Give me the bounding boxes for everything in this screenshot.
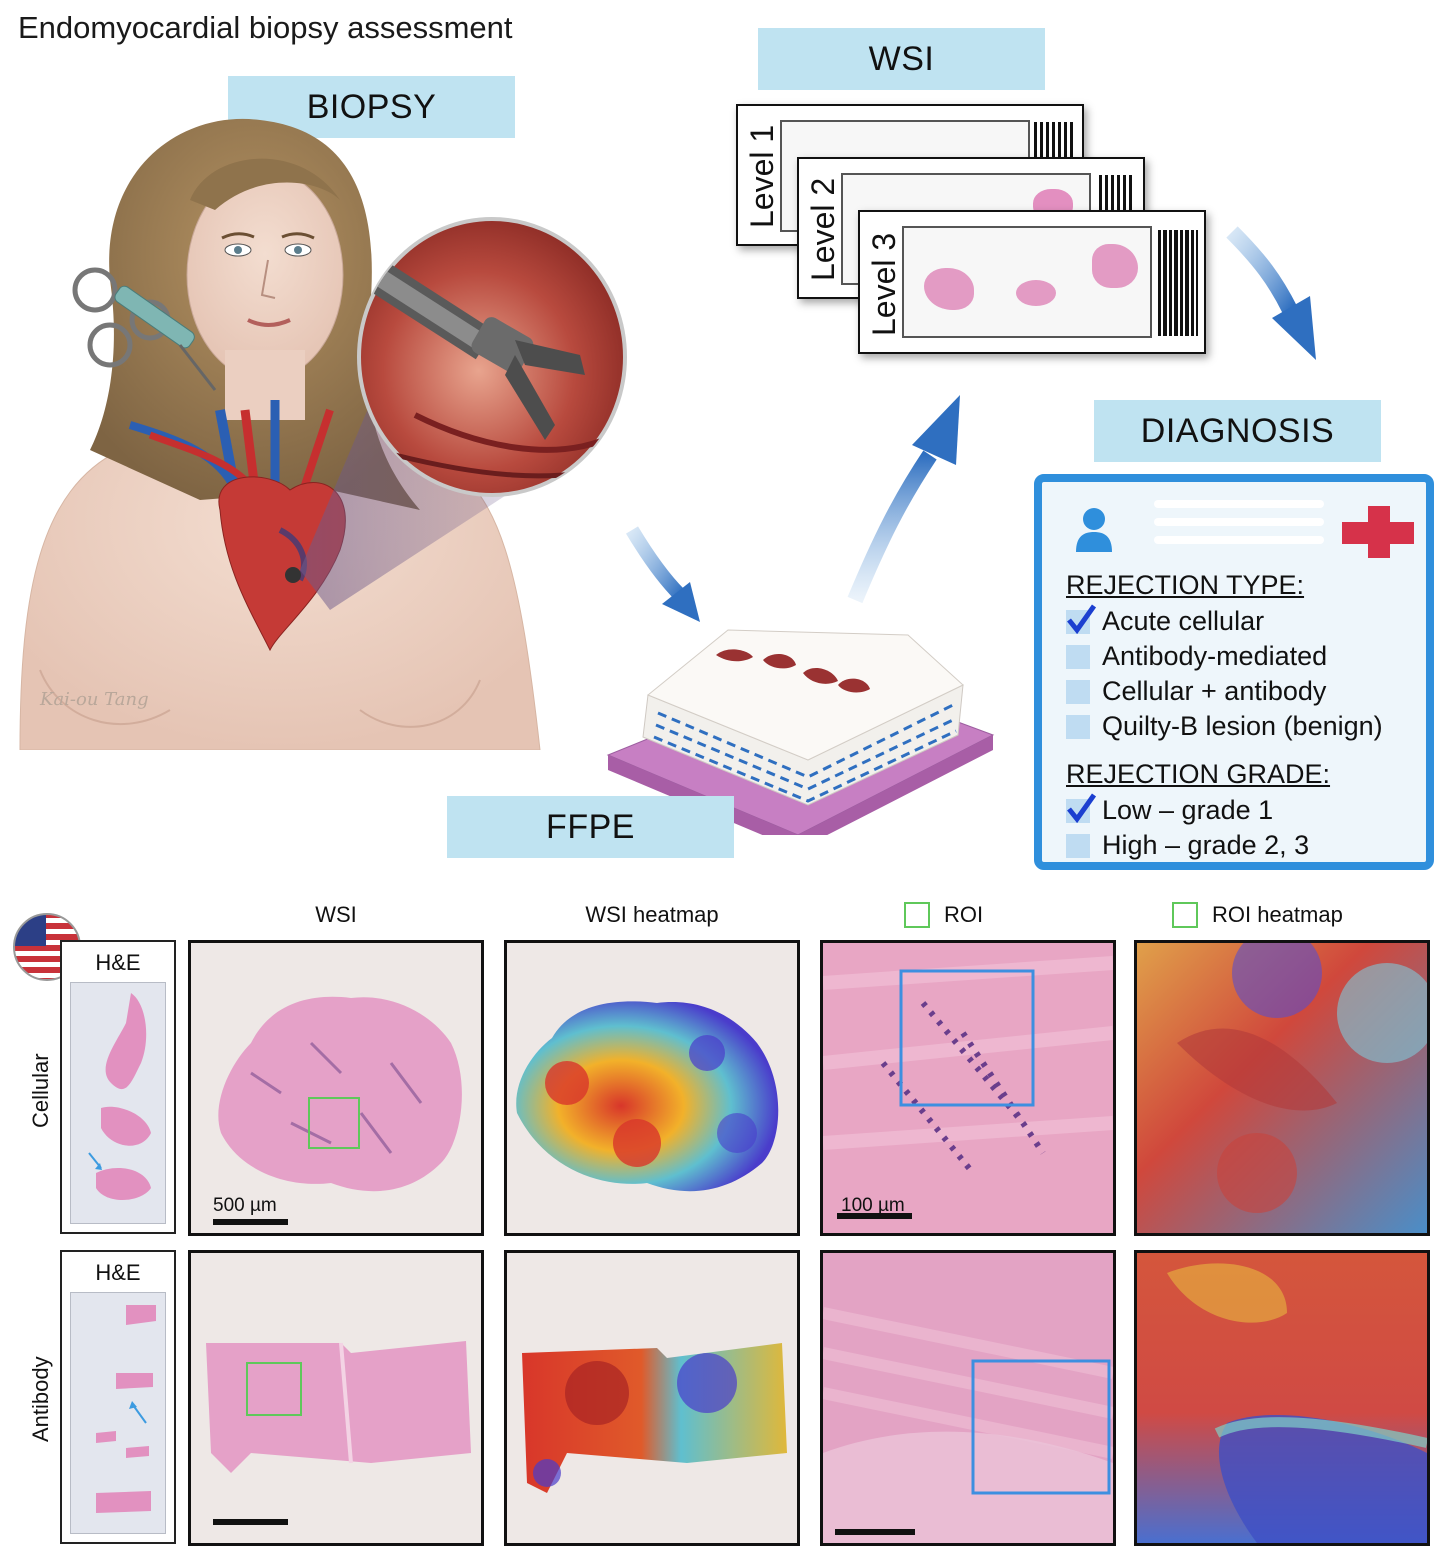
catheter-magnifier [355,215,630,500]
roi-panel-antibody [820,1250,1116,1546]
roi-heatmap-header-label: ROI heatmap [1212,902,1343,927]
slide-level-label: Level 1 [744,124,780,228]
ffpe-tag: FFPE [447,796,734,858]
checkbox-checked[interactable] [1066,793,1096,823]
checkbox[interactable] [1066,714,1090,739]
wsi-heatmap-panel-cellular [504,940,800,1236]
roi-heatmap-marker [899,969,1035,1107]
roi-header-label: ROI [944,902,984,927]
wsi-heatmap-panel-antibody [504,1250,800,1546]
text-placeholder-line [1154,500,1324,508]
stain-label: H&E [95,1260,141,1285]
barcode [1158,230,1198,336]
scale-bar [837,1213,912,1219]
rejection-grade-heading: REJECTION GRADE: [1066,759,1331,789]
option-label: Cellular + antibody [1102,676,1327,706]
option-label: Quilty-B lesion (benign) [1102,711,1383,741]
roi-marker [308,1097,360,1149]
checkbox[interactable] [1066,644,1090,669]
option-label: Low – grade 1 [1102,795,1274,825]
rejection-type-option[interactable]: Acute cellular [1066,604,1383,639]
checkbox[interactable] [1066,833,1090,858]
slide-level-3: Level 3 [858,210,1206,354]
stain-label: H&E [95,950,141,975]
rejection-type-option[interactable]: Quilty-B lesion (benign) [1066,709,1383,744]
rejection-type-list: Acute cellular Antibody-mediated Cellula… [1066,604,1383,744]
figure-title: Endomyocardial biopsy assessment [18,10,513,45]
user-icon [1074,506,1114,552]
roi-heatmap-legend-box [1172,902,1198,928]
wsi-panel-antibody [188,1250,484,1546]
column-header-wsi-heatmap: WSI heatmap [585,902,719,927]
roi-heatmap-marker [971,1359,1111,1495]
roi-heatmap-panel-antibody [1134,1250,1430,1546]
column-header-roi: ROI [904,902,983,928]
artist-signature: Kai-ou Tang [39,689,149,710]
row-label-cellular: Cellular [28,1053,53,1128]
tissue-blob [1016,280,1056,306]
rejection-grade-option[interactable]: High – grade 2, 3 [1066,828,1309,863]
he-thumbnail-cellular: H&E [60,940,176,1234]
arrow-wsi-to-diagnosis [1226,226,1298,314]
option-label: Acute cellular [1102,606,1265,636]
arrow-ffpe-to-wsi [847,450,937,604]
rejection-grade-option[interactable]: Low – grade 1 [1066,793,1309,828]
text-placeholder-line [1154,536,1324,544]
column-header-roi-heatmap: ROI heatmap [1172,902,1343,928]
he-slide [70,1292,166,1534]
he-thumbnail-antibody: H&E [60,1250,176,1544]
slide-level-label: Level 2 [805,177,841,281]
slide-level-label: Level 3 [866,232,902,336]
roi-legend-box [904,902,930,928]
checkbox[interactable] [1066,679,1090,704]
he-slide [70,982,166,1224]
checkbox-checked[interactable] [1066,604,1096,634]
wsi-panel-cellular: 500 µm [188,940,484,1236]
wsi-tag: WSI [758,28,1045,90]
arrow-biopsy-to-ffpe [625,526,685,600]
rejection-type-option[interactable]: Cellular + antibody [1066,674,1383,709]
roi-heatmap-panel-cellular [1134,940,1430,1236]
scale-bar [213,1219,288,1225]
rejection-grade-list: Low – grade 1 High – grade 2, 3 [1066,793,1309,863]
rejection-type-option[interactable]: Antibody-mediated [1066,639,1383,674]
rejection-type-heading: REJECTION TYPE: [1066,570,1305,600]
roi-scale-label: 100 µm [841,1195,905,1216]
roi-panel-cellular: 100 µm [820,940,1116,1236]
row-label-antibody: Antibody [28,1356,53,1442]
medical-cross-icon [1342,506,1414,558]
tissue-blob [924,268,974,310]
slide-tissue-area [902,226,1152,338]
option-label: High – grade 2, 3 [1102,830,1310,860]
roi-marker [246,1362,302,1416]
text-placeholder-line [1154,518,1324,526]
scale-bar [835,1529,915,1535]
column-header-wsi: WSI [315,902,357,927]
tissue-blob [1092,244,1138,288]
option-label: Antibody-mediated [1102,641,1328,671]
diagnosis-panel: REJECTION TYPE: Acute cellular Antibody-… [1034,474,1434,870]
wsi-scale-label: 500 µm [213,1195,277,1216]
diagnosis-tag: DIAGNOSIS [1094,400,1381,462]
scale-bar [213,1519,288,1525]
